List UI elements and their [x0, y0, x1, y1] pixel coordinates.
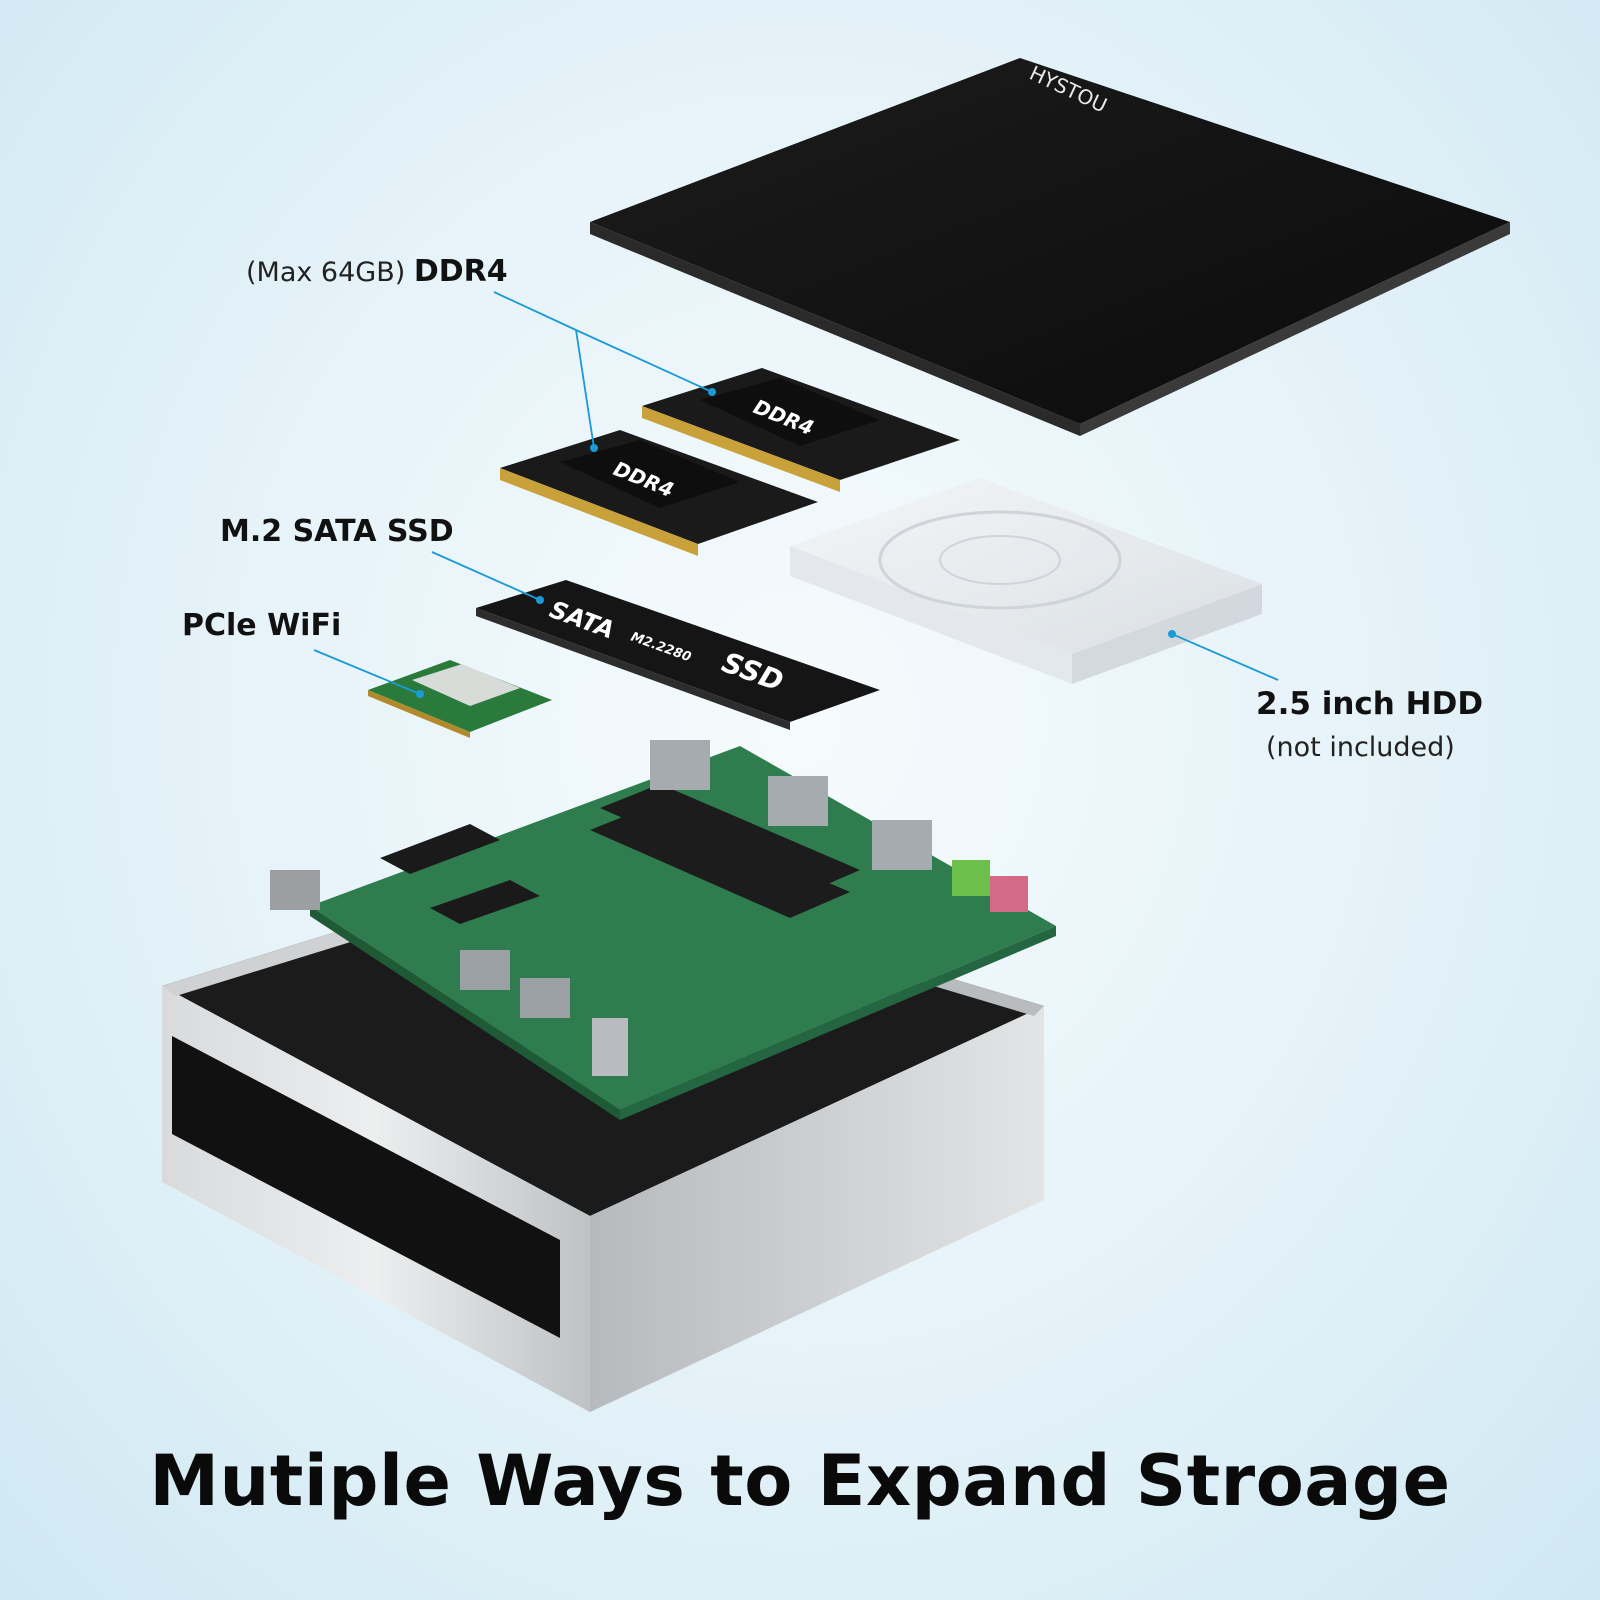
callout-dots	[416, 388, 1176, 698]
ddr4-capacity-label: (Max 64GB)	[246, 257, 406, 288]
ram-module-2: DDR4	[500, 430, 818, 556]
motherboard	[270, 740, 1056, 1120]
wifi-card	[368, 660, 552, 738]
hdd-callout: 2.5 inch HDD	[1256, 686, 1484, 722]
m2-ssd: SATA M2.2280 SSD	[476, 580, 880, 730]
ddr4-callout: (Max 64GB) DDR4	[246, 254, 508, 289]
callout-lines	[313, 291, 1279, 695]
ddr4-label: DDR4	[413, 254, 508, 289]
hdd-leader-line	[1171, 633, 1279, 681]
wifi-leader-line	[313, 649, 421, 695]
ddr4-leader-line-2	[575, 329, 595, 449]
wifi-callout: PCle WiFi	[182, 608, 342, 643]
headline: Mutiple Ways to Expand Stroage	[149, 1440, 1451, 1522]
ssd-leader-line	[431, 551, 541, 601]
hdd-note: (not included)	[1266, 732, 1455, 763]
ram-module-1: DDR4	[642, 368, 960, 492]
ddr4-leader-line	[493, 291, 713, 393]
hdd-drive	[790, 478, 1262, 684]
ssd-callout: M.2 SATA SSD	[220, 514, 454, 549]
